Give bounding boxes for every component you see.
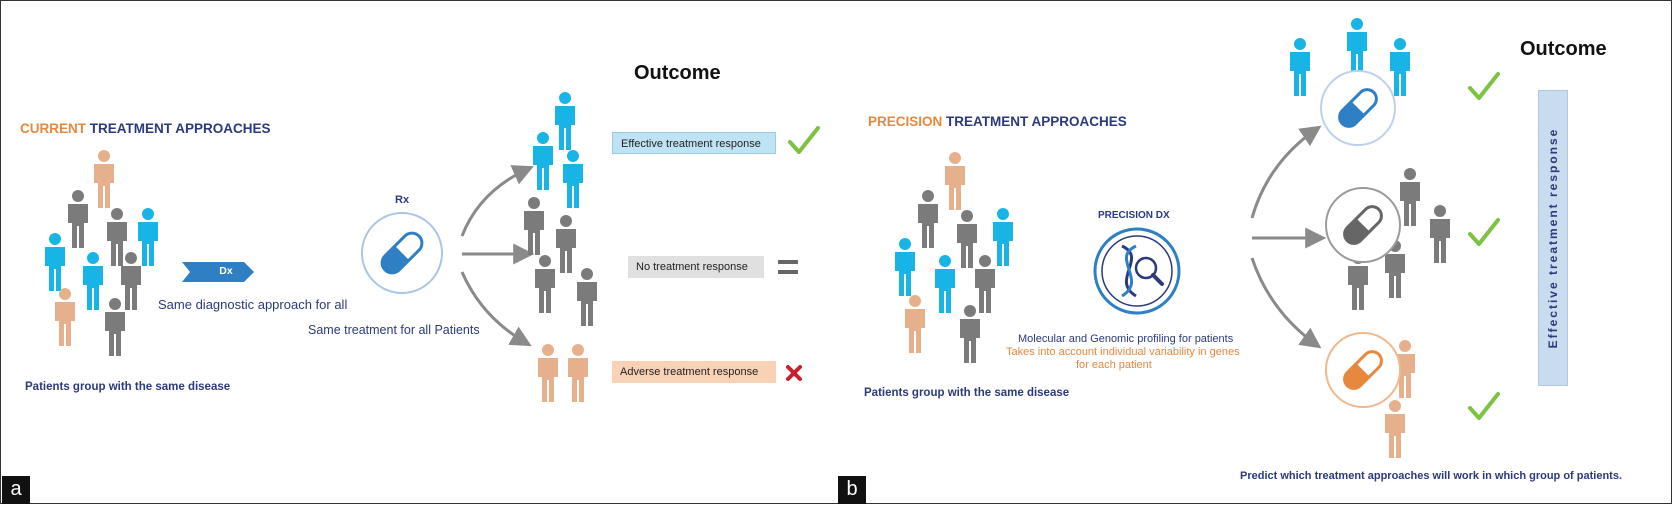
precision-dx-caption-2: Takes into account individual variabilit… — [1006, 346, 1240, 358]
panel-label-a: a — [2, 476, 30, 504]
person-icon — [563, 150, 583, 208]
person-icon — [1290, 38, 1310, 96]
person-icon — [556, 215, 576, 273]
person-icon — [960, 305, 980, 363]
check-icon — [1468, 392, 1500, 420]
arrow-icon — [1250, 257, 1322, 349]
person-icon — [957, 210, 977, 268]
person-icon — [1390, 38, 1410, 96]
person-icon — [1430, 205, 1450, 263]
arrow-icon — [460, 165, 534, 237]
dx-label: Dx — [219, 265, 233, 277]
person-icon — [1385, 400, 1405, 458]
person-icon — [533, 132, 553, 190]
cross-icon — [786, 365, 802, 381]
person-icon — [918, 190, 938, 248]
person-icon — [945, 152, 965, 210]
pill-icon — [1325, 187, 1401, 263]
rx-caption: Same treatment for all Patients — [308, 323, 480, 337]
rx-label: Rx — [395, 194, 410, 206]
panel-a-group-caption: Patients group with the same disease — [25, 381, 231, 393]
no-response-box: No treatment response — [628, 256, 764, 278]
panel-a-heading-accent: CURRENT — [20, 121, 86, 136]
person-icon — [555, 92, 575, 150]
person-icon — [94, 150, 114, 208]
panel-a-heading: CURRENT TREATMENT APPROACHES — [20, 121, 271, 136]
arrow-icon — [460, 271, 532, 347]
person-icon — [895, 238, 915, 296]
person-icon — [55, 288, 75, 346]
person-icon — [105, 298, 125, 356]
person-icon — [538, 344, 558, 402]
panel-b-outcome-title: Outcome — [1520, 38, 1607, 60]
panel-b-bottom-caption: Predict which treatment approaches will … — [1240, 470, 1623, 482]
person-icon — [107, 208, 127, 266]
person-icon — [577, 268, 597, 326]
person-icon — [1347, 18, 1367, 76]
effective-response-vertical-label: Effective treatment response — [1546, 127, 1560, 349]
effective-response-vertical-box: Effective treatment response — [1538, 90, 1568, 386]
check-icon — [1468, 218, 1500, 246]
person-icon — [975, 255, 995, 313]
person-icon — [83, 252, 103, 310]
person-icon — [568, 344, 588, 402]
check-icon — [1468, 72, 1500, 100]
pill-icon — [1320, 70, 1396, 146]
panel-a-heading-rest: TREATMENT APPROACHES — [89, 121, 271, 136]
precision-dx-title: PRECISION DX — [1098, 210, 1170, 221]
person-icon — [138, 208, 158, 266]
panel-b-group-caption: Patients group with the same disease — [864, 387, 1070, 399]
panel-b-heading-accent: PRECISION — [868, 114, 943, 129]
person-icon — [935, 255, 955, 313]
person-icon — [68, 190, 88, 248]
precision-dx-caption-1: Molecular and Genomic profiling for pati… — [1018, 333, 1234, 345]
panel-a-outcome-title: Outcome — [634, 62, 721, 84]
arrow-icon — [1250, 125, 1322, 219]
panel-b-heading-rest: TREATMENT APPROACHES — [946, 114, 1127, 129]
panel-label-b: b — [838, 476, 866, 504]
check-icon — [788, 126, 820, 154]
dx-caption: Same diagnostic approach for all — [158, 297, 348, 312]
precision-dx-caption-3: for each patient — [1076, 359, 1152, 371]
adverse-response-box: Adverse treatment response — [612, 361, 776, 383]
person-icon — [905, 295, 925, 353]
person-icon — [45, 233, 65, 291]
person-icon — [121, 252, 141, 310]
panel-b-heading: PRECISION TREATMENT APPROACHES — [868, 114, 1127, 129]
pill-icon — [1325, 332, 1401, 408]
person-icon — [535, 255, 555, 313]
person-icon — [1400, 168, 1420, 226]
pill-icon — [361, 212, 443, 294]
equals-icon — [778, 260, 798, 274]
person-icon — [993, 208, 1013, 266]
person-icon — [524, 197, 544, 255]
effective-response-box: Effective treatment response — [612, 132, 776, 154]
dx-arrow-icon — [182, 262, 254, 282]
dna-magnifier-icon — [1093, 227, 1181, 315]
